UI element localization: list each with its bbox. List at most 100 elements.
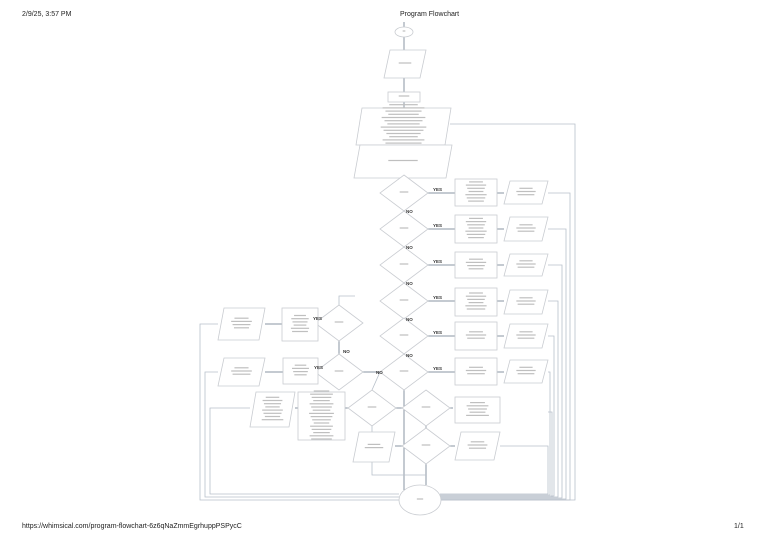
shape-text: [467, 444, 488, 446]
no-label: NO: [406, 245, 413, 250]
shape-text: [311, 406, 332, 408]
shape-text: [382, 139, 425, 141]
shape-text: [517, 373, 535, 375]
decision-diamond: [401, 427, 451, 465]
shape-text: [470, 402, 485, 404]
input-choice-parallelogram: [353, 144, 453, 179]
shape-text: [292, 321, 308, 323]
shape-text: [265, 396, 280, 398]
shape-text: [519, 187, 533, 189]
end-terminal: [398, 484, 442, 516]
shape-text: [516, 190, 536, 193]
shape-text: [399, 299, 409, 301]
no-label: NO: [406, 209, 413, 214]
shape-text: [293, 371, 308, 373]
shape-text: [469, 292, 483, 294]
shape-text: [519, 260, 533, 262]
shape-text: [265, 406, 280, 408]
shape-text: [469, 411, 486, 413]
yes-label: YES: [433, 223, 442, 228]
shape-text: [312, 409, 331, 411]
shape-text: [264, 415, 281, 418]
io-parallelogram: [217, 357, 266, 387]
shape-text: [293, 324, 307, 326]
shape-text: [519, 366, 533, 368]
yes-label: YES: [433, 187, 442, 192]
shape-text: [416, 498, 424, 500]
shape-text: [382, 107, 425, 109]
shape-text: [469, 258, 483, 260]
yes-label: YES: [314, 365, 323, 370]
io-parallelogram: [454, 431, 501, 461]
shape-text: [516, 263, 536, 265]
process-box: [454, 357, 498, 386]
decision-diamond: [314, 353, 364, 391]
shape-text: [421, 444, 431, 446]
shape-text: [517, 303, 535, 305]
shape-text: [468, 227, 484, 229]
shape-text: [465, 369, 487, 372]
shape-text: [310, 416, 333, 418]
shape-text: [470, 441, 485, 443]
decision-diamond: [379, 174, 429, 212]
yes-label: YES: [313, 316, 322, 321]
start-terminal: [394, 26, 414, 38]
shape-text: [231, 320, 252, 322]
connector-line: [440, 192, 571, 501]
shape-text: [294, 314, 306, 317]
decision-diamond: [401, 389, 451, 427]
shape-text: [517, 194, 535, 196]
shape-text: [468, 190, 484, 193]
shape-text: [465, 221, 487, 223]
decision-diamond: [379, 210, 429, 248]
io-parallelogram: [503, 216, 549, 242]
shape-text: [388, 159, 418, 162]
shape-text: [421, 406, 431, 408]
shape-text: [292, 330, 308, 333]
shape-text: [261, 419, 284, 421]
shape-text: [398, 95, 410, 97]
shape-text: [367, 443, 381, 445]
shape-text: [467, 265, 485, 267]
init-box: [387, 91, 421, 103]
io-parallelogram: [503, 323, 549, 349]
connector-line: [209, 407, 399, 495]
shape-text: [466, 405, 489, 407]
shape-text: [388, 113, 419, 115]
shape-text: [262, 399, 283, 402]
shape-text: [468, 447, 487, 449]
shape-text: [466, 233, 486, 235]
shape-text: [310, 393, 333, 395]
shape-text: [516, 334, 536, 336]
shape-text: [465, 194, 487, 196]
shape-text: [516, 227, 536, 229]
connector-line: [440, 371, 551, 496]
connector-line: [440, 335, 555, 497]
shape-text: [467, 337, 485, 339]
shape-text: [311, 396, 332, 398]
io-parallelogram: [503, 180, 549, 205]
shape-text: [465, 305, 487, 307]
page-url: https://whimsical.com/program-flowchart-…: [22, 523, 242, 530]
shape-text: [468, 237, 484, 239]
shape-text: [466, 308, 486, 310]
shape-text: [386, 132, 421, 135]
process-box: [454, 321, 498, 351]
connector-line: [440, 264, 563, 499]
no-label: NO: [406, 317, 413, 322]
process-box: [454, 178, 498, 207]
process-box: [454, 214, 498, 244]
decision-diamond: [314, 304, 364, 342]
yes-label: YES: [433, 295, 442, 300]
shape-text: [312, 419, 331, 421]
shape-text: [387, 123, 420, 125]
shape-text: [467, 373, 485, 375]
decision-diamond: [379, 282, 429, 320]
shape-text: [309, 403, 334, 405]
shape-text: [398, 62, 412, 64]
io-parallelogram: [503, 359, 549, 384]
shape-text: [383, 129, 424, 131]
shape-text: [310, 425, 333, 427]
shape-text: [465, 334, 487, 336]
